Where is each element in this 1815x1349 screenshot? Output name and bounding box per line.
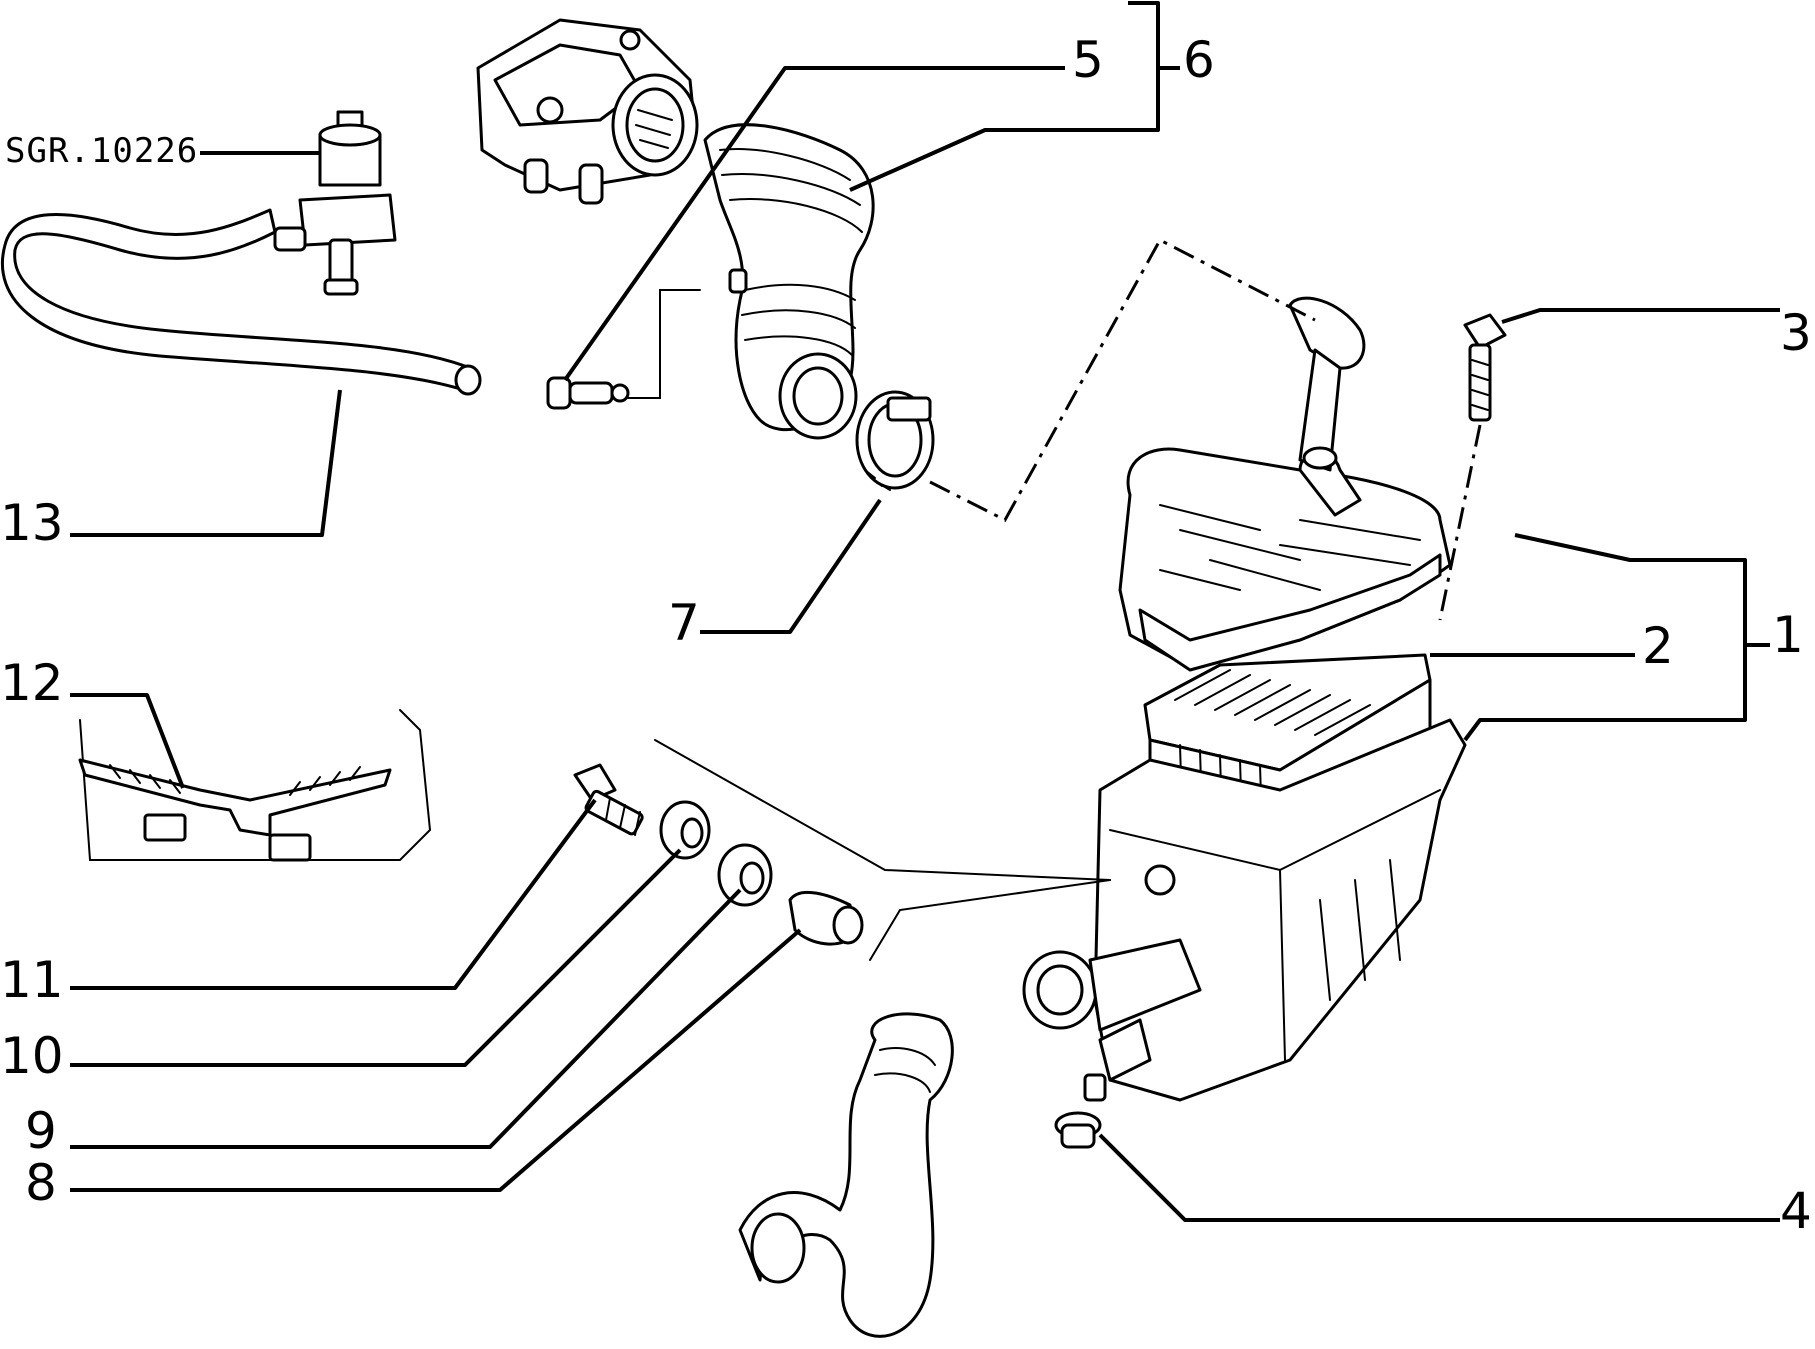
mounting-bracket (78, 709, 432, 862)
callout-5: 5 (1072, 31, 1104, 89)
leader-lines (70, 1, 1780, 1222)
callout-10: 10 (0, 1027, 64, 1085)
lower-intake-hose (738, 1012, 954, 1338)
thermo-valve (273, 110, 397, 296)
mounting-hardware (573, 739, 1111, 961)
connector-fitting (546, 289, 701, 410)
callout-8: 8 (25, 1154, 57, 1212)
callout-12: 12 (0, 654, 64, 712)
callout-4: 4 (1780, 1182, 1812, 1240)
callout-1: 1 (1772, 606, 1804, 664)
reference-code: SGR.10226 (5, 131, 198, 171)
callout-9: 9 (25, 1102, 57, 1160)
callout-2: 2 (1642, 617, 1674, 675)
vacuum-hose (0, 208, 482, 396)
filter-housing-cover (1118, 296, 1452, 672)
callout-11: 11 (0, 951, 64, 1009)
callout-3: 3 (1780, 304, 1812, 362)
filter-housing-base (1022, 718, 1467, 1102)
bolt (1438, 313, 1507, 621)
intake-duct (703, 123, 875, 440)
throttle-body (476, 18, 699, 205)
callout-6: 6 (1183, 31, 1215, 89)
hose-clamp (855, 390, 935, 491)
assembly-path (929, 237, 1316, 522)
grommet (1054, 1111, 1102, 1149)
callout-13: 13 (0, 494, 64, 552)
callout-7: 7 (668, 594, 700, 652)
